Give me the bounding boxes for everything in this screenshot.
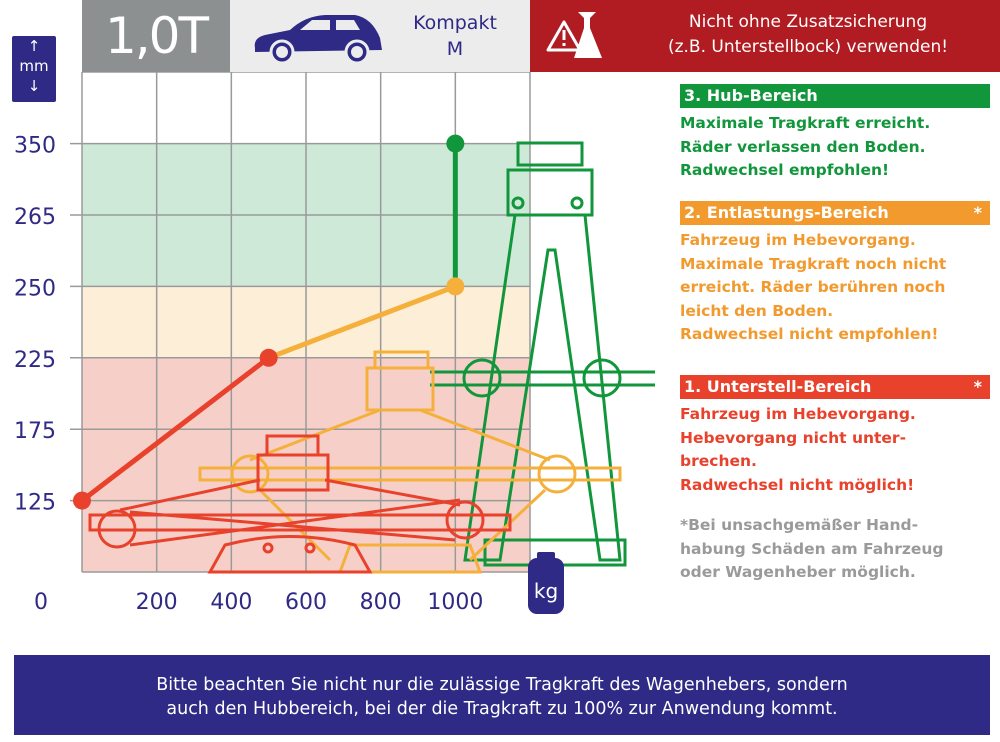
series-line bbox=[80, 355, 271, 503]
warning-text: Nicht ohne Zusatzsicherung (z.B. Unterst… bbox=[618, 10, 998, 60]
x-tick-label: 800 bbox=[360, 590, 402, 615]
arrow-up-icon: ↑ bbox=[27, 37, 41, 55]
y-tick-label: 175 bbox=[14, 419, 56, 444]
y-tick-label: 225 bbox=[14, 348, 56, 373]
car-icon bbox=[254, 15, 382, 65]
section-title-bar: 2. Entlastungs-Bereich * bbox=[680, 201, 990, 225]
warning-line1: Nicht ohne Zusatzsicherung bbox=[688, 12, 928, 32]
y-tick-label: 265 bbox=[14, 205, 56, 230]
data-point bbox=[259, 348, 278, 367]
x-tick-label: 600 bbox=[285, 590, 327, 615]
load-capacity: 1,0T bbox=[82, 0, 230, 72]
section-text: Fahrzeug im Hebevorgang. Hebevorgang nic… bbox=[680, 405, 916, 494]
section-hub-bereich: 3. Hub-Bereich Maximale Tragkraft erreic… bbox=[680, 84, 990, 183]
series-line bbox=[267, 284, 457, 361]
x-tick-label: 400 bbox=[210, 590, 252, 615]
asterisk: * bbox=[973, 377, 982, 396]
section-title: 1. Unterstell-Bereich bbox=[684, 377, 872, 396]
section-title-bar: 1. Unterstell-Bereich * bbox=[680, 375, 990, 399]
vehicle-class-header: Kompakt M bbox=[230, 0, 530, 72]
x-tick-label: 200 bbox=[136, 590, 178, 615]
section-entlastungs-bereich: 2. Entlastungs-Bereich * Fahrzeug im Hebe… bbox=[680, 201, 990, 347]
y-tick-label: 350 bbox=[14, 134, 56, 159]
jack-illustrations bbox=[88, 141, 655, 574]
section-text: Fahrzeug im Hebevorgang. Maximale Tragkr… bbox=[680, 231, 947, 343]
warning-line2: (z.B. Unterstellbock) verwenden! bbox=[667, 37, 949, 57]
section-title-bar: 3. Hub-Bereich bbox=[680, 84, 990, 108]
section-unterstell-bereich: 1. Unterstell-Bereich * Fahrzeug im Hebev… bbox=[680, 375, 990, 497]
y-tick-label: 125 bbox=[14, 491, 56, 516]
arrow-down-icon: ↓ bbox=[27, 77, 41, 95]
section-text: Maximale Tragkraft erreicht. Räder verla… bbox=[680, 114, 931, 179]
asterisk: * bbox=[973, 203, 982, 222]
data-point bbox=[73, 491, 91, 510]
x-unit-label: kg bbox=[534, 579, 558, 603]
footer-line2: auch den Hubbereich, bei der die Tragkra… bbox=[166, 699, 838, 719]
footer-notice: Bitte beachten Sie nicht nur die zulässi… bbox=[14, 655, 990, 735]
vehicle-class-label: Kompakt M bbox=[390, 10, 520, 62]
footnote: *Bei unsachgemäßer Hand- habung Schäden … bbox=[680, 516, 944, 581]
section-title: 2. Entlastungs-Bereich bbox=[684, 203, 889, 222]
scissor-jack-illustration-low bbox=[88, 434, 512, 574]
warning-jack-stand-icon bbox=[546, 12, 602, 58]
y-unit-label: mm bbox=[19, 57, 49, 75]
data-point bbox=[446, 277, 465, 296]
y-tick-label: 0 bbox=[34, 590, 48, 615]
warning-banner: Nicht ohne Zusatzsicherung (z.B. Unterst… bbox=[530, 0, 1000, 72]
y-tick-label: 250 bbox=[14, 276, 56, 301]
data-point bbox=[446, 134, 465, 153]
vehicle-class-line2: M bbox=[446, 38, 464, 60]
section-title: 3. Hub-Bereich bbox=[684, 86, 818, 105]
y-unit-badge: ↑ mm ↓ bbox=[12, 36, 56, 102]
kg-weight-icon: kg bbox=[528, 552, 564, 614]
vehicle-class-line1: Kompakt bbox=[413, 12, 497, 34]
x-tick-label: 1000 bbox=[427, 590, 483, 615]
load-height-chart: 0 125 175 225 250 265 350 200 400 600 800 1000 kg bbox=[14, 72, 655, 615]
footer-line1: Bitte beachten Sie nicht nur die zulässi… bbox=[156, 675, 848, 695]
